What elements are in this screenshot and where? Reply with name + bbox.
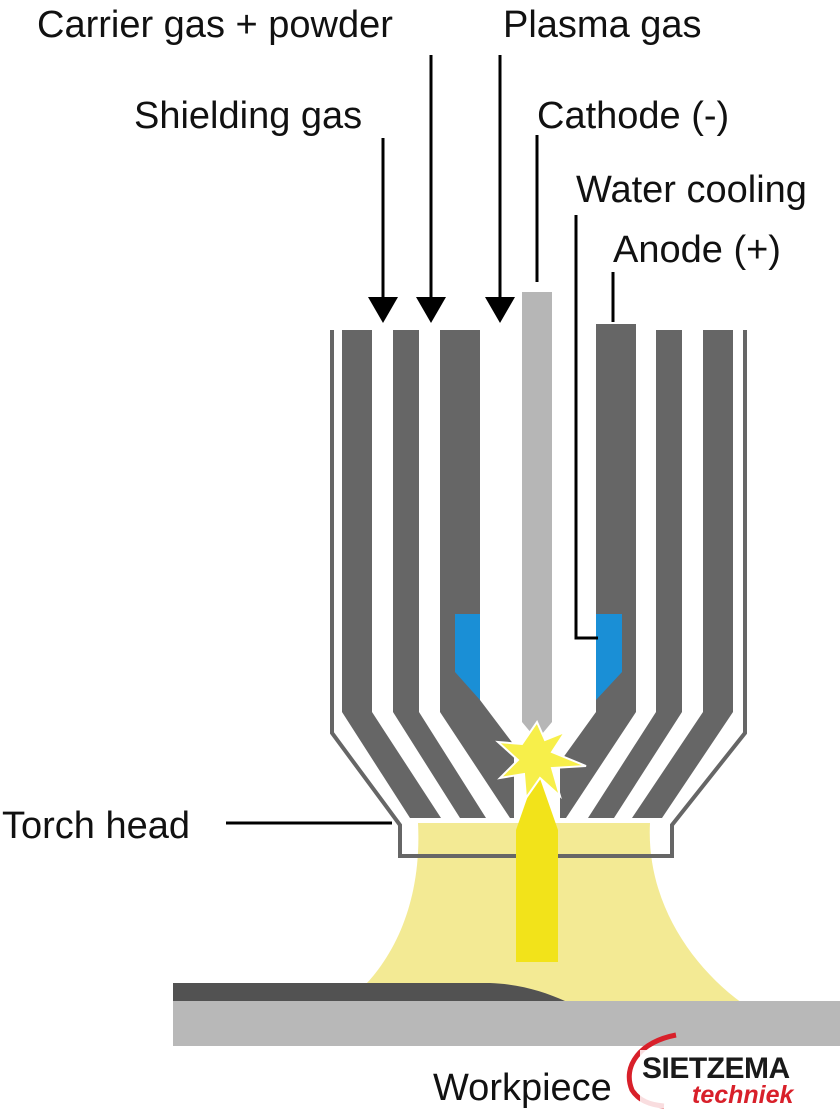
carrier-gas-arrow	[416, 297, 446, 323]
workpiece	[173, 1001, 840, 1046]
plasma-gas-arrow	[485, 297, 515, 323]
water-cooling-leader	[574, 215, 598, 640]
cathode-label: Cathode (-)	[537, 95, 729, 137]
cathode-rod	[522, 292, 552, 740]
coating-layer	[173, 983, 565, 1001]
carrier-gas-label: Carrier gas + powder	[37, 4, 393, 46]
plasma-gas-label: Plasma gas	[503, 4, 702, 46]
logo-text-techniek: techniek	[692, 1081, 795, 1109]
workpiece-label: Workpiece	[433, 1067, 612, 1109]
outer-channel-left	[342, 330, 441, 818]
water-cooling-label: Water cooling	[576, 169, 807, 211]
middle-channel-right	[588, 330, 682, 818]
logo-text-sietzema: SIETZEMA	[642, 1052, 790, 1085]
anode-label: Anode (+)	[613, 229, 781, 271]
water-cooling-right	[596, 614, 622, 700]
shielding-gas-label: Shielding gas	[134, 95, 362, 137]
shielding-gas-arrow	[368, 297, 398, 323]
logo-backdrop	[640, 1050, 838, 1108]
sietzema-logo: SIETZEMA techniek	[626, 1032, 838, 1109]
arc-spark	[495, 719, 587, 801]
inner-nozzle-left	[440, 330, 514, 818]
plasma-jet	[516, 770, 558, 962]
middle-channel-left	[393, 330, 486, 818]
anode-nozzle-right	[560, 324, 636, 818]
outer-channel-right	[632, 330, 733, 818]
torch-head-label: Torch head	[2, 805, 190, 847]
water-cooling-left	[455, 614, 480, 700]
